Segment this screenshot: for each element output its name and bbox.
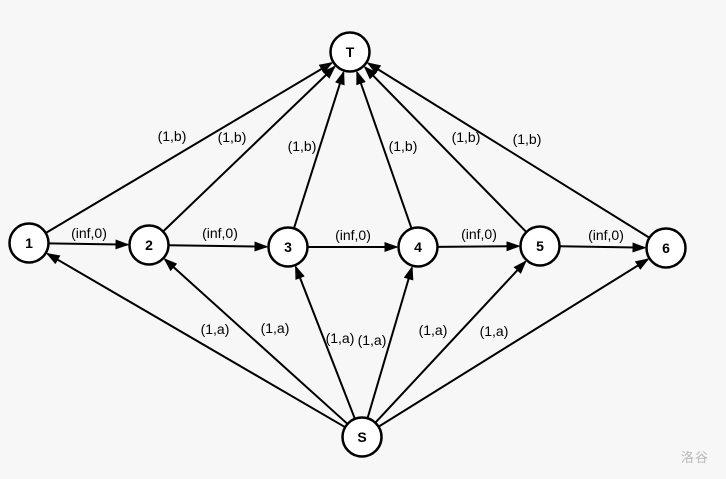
- edge-S-3: [294, 265, 356, 420]
- edge-S-5: [374, 260, 527, 424]
- edge-6-T: [366, 62, 650, 239]
- node-label-4: 4: [414, 239, 422, 255]
- edge-label-S-6: (1,a): [480, 323, 509, 339]
- edge-4-5: [437, 241, 521, 252]
- node-label-T: T: [346, 44, 355, 60]
- node-3: [267, 226, 309, 268]
- node-1: [8, 222, 50, 264]
- edge-label-S-2: (1,a): [261, 320, 290, 336]
- luogu-watermark: 洛谷: [680, 450, 709, 465]
- edge-S-2: [163, 258, 349, 425]
- node-label-3: 3: [284, 239, 292, 255]
- node-label-2: 2: [145, 237, 153, 253]
- edge-5-6: [559, 242, 647, 253]
- edge-label-4-T: (1,b): [389, 138, 418, 154]
- node-label-1: 1: [25, 235, 33, 251]
- edge-label-2-T: (1,b): [218, 129, 247, 145]
- edge-label-5-6: (inf,0): [588, 227, 624, 243]
- edge-2-3: [168, 241, 269, 252]
- node-2: [128, 224, 170, 266]
- edge-label-S-3: (1,a): [326, 330, 355, 346]
- node-5: [519, 225, 561, 267]
- edge-2-T: [162, 65, 336, 233]
- edge-S-4: [366, 265, 414, 419]
- edge-label-3-T: (1,b): [288, 138, 317, 154]
- node-T: [329, 31, 371, 73]
- edge-3-T: [292, 70, 345, 229]
- edge-label-S-1: (1,a): [201, 321, 230, 337]
- edge-label-1-T: (1,b): [158, 128, 187, 144]
- edge-S-1: [45, 252, 346, 429]
- node-6: [645, 227, 687, 269]
- edge-5-T: [363, 65, 528, 233]
- edge-label-1-2: (inf,0): [71, 225, 107, 241]
- edge-label-3-4: (inf,0): [335, 227, 371, 243]
- edge-1-2: [48, 239, 130, 250]
- edge-1-T: [45, 61, 334, 234]
- edge-label-S-5: (1,a): [419, 322, 448, 338]
- node-label-S: S: [357, 429, 366, 445]
- node-S: [341, 416, 383, 458]
- edge-label-2-3: (inf,0): [202, 225, 238, 241]
- node-4: [397, 226, 439, 268]
- edge-S-6: [378, 258, 650, 428]
- node-label-6: 6: [662, 240, 670, 256]
- edge-4-T: [356, 70, 413, 229]
- edge-label-4-5: (inf,0): [461, 226, 497, 242]
- edge-label-5-T: (1,b): [452, 129, 481, 145]
- edge-label-S-4: (1,a): [358, 332, 387, 348]
- edge-label-6-T: (1,b): [513, 131, 542, 147]
- node-label-5: 5: [536, 238, 544, 254]
